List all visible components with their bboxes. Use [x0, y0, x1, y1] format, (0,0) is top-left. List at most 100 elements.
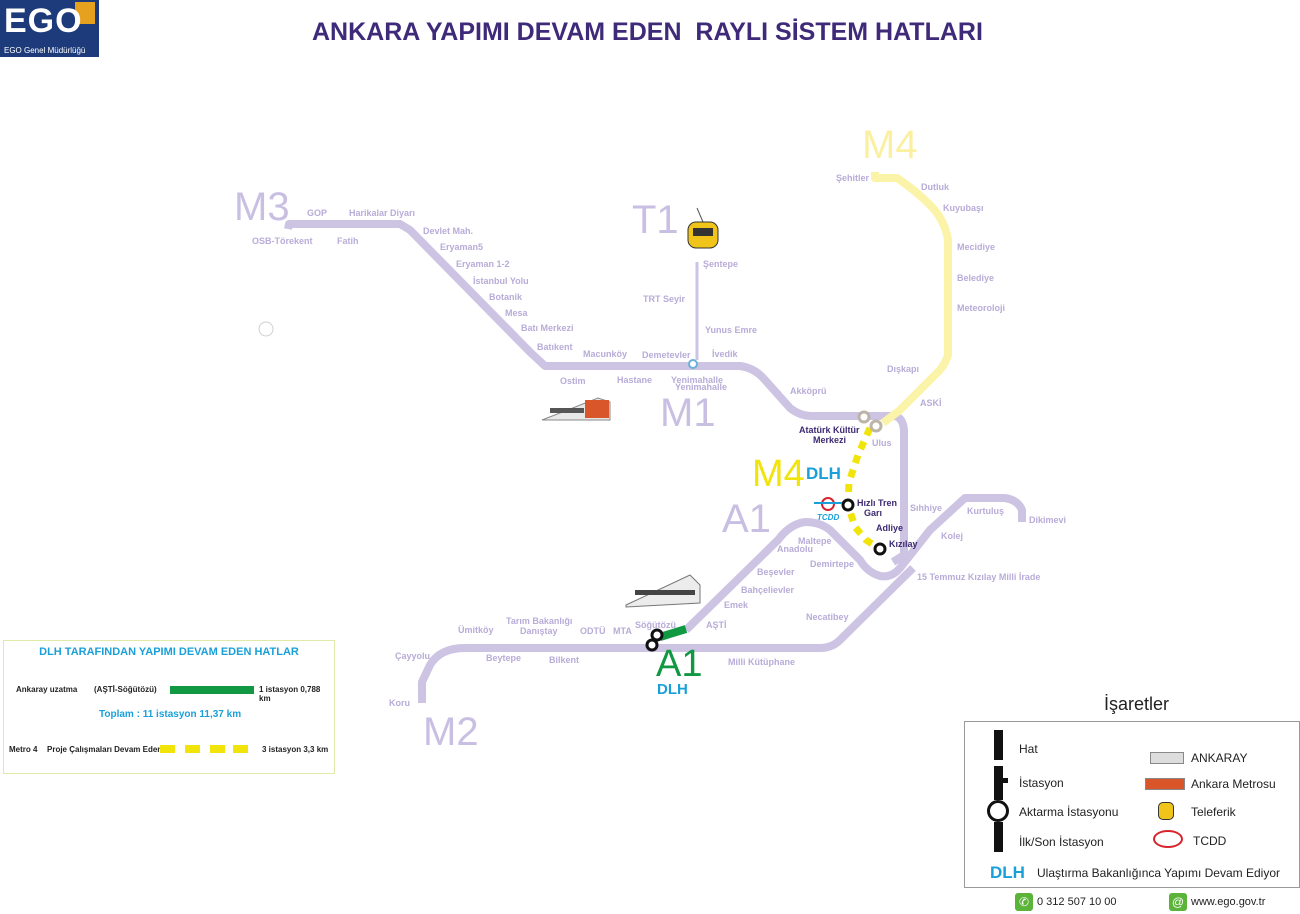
- line-label-m2: M2: [423, 710, 479, 754]
- station-label: Fatih: [337, 236, 359, 246]
- contact-web[interactable]: www.ego.gov.tr: [1191, 896, 1266, 908]
- station-label: Demetevler: [642, 350, 691, 360]
- sign-ankaray: ANKARAY: [1191, 751, 1248, 765]
- dlh-row1-name: Ankaray uzatma: [16, 685, 78, 694]
- station-label: Yenimahalle: [671, 375, 723, 385]
- station-label: GOP: [307, 208, 327, 218]
- station-label: AŞTİ: [706, 620, 727, 630]
- station-label: Harikalar Diyarı: [349, 208, 415, 218]
- hat-icon: [994, 730, 1003, 760]
- sign-teleferik: Teleferik: [1191, 805, 1236, 819]
- stray-circle-icon: [258, 321, 274, 337]
- station-label: Milli Kütüphane: [728, 657, 795, 667]
- m3-line: [284, 220, 688, 370]
- line-label-a1-dlh: A1: [656, 643, 702, 685]
- dlh-m4-label: DLH: [806, 464, 841, 483]
- logo-text: EGO: [4, 2, 83, 40]
- tcdd-icon: TCDD: [814, 497, 842, 522]
- line-label-m3: M3: [234, 185, 290, 229]
- station-label: Ümitköy: [458, 625, 494, 635]
- station-label: Kuyubaşı: [943, 203, 984, 213]
- m2-line: [418, 565, 916, 703]
- station-label: Botanik: [489, 292, 523, 302]
- station-label: Demirtepe: [810, 559, 854, 569]
- metro4-swatch: [210, 745, 225, 753]
- station-label: Beşevler: [757, 567, 795, 577]
- metro4-swatch: [160, 745, 175, 753]
- signs-legend: Hat İstasyon Aktarma İstasyonu İlk/Son İ…: [964, 721, 1300, 888]
- station-label: Tarım Bakanlığı: [506, 616, 572, 626]
- station-label: Kızılay: [889, 539, 918, 549]
- transfer-sogutozu-icon-1: [645, 638, 659, 652]
- line-label-m1: M1: [660, 391, 716, 435]
- station-label: Dutluk: [921, 182, 950, 192]
- teleferik-legend-icon: [1158, 802, 1174, 820]
- station-label: Sıhhiye: [910, 503, 942, 513]
- dlh-row2-status: Proje Çalışmaları Devam Eden: [47, 745, 163, 754]
- phone-icon: ✆: [1015, 893, 1033, 911]
- line-label-t1: T1: [632, 198, 679, 242]
- page-title: ANKARA YAPIMI DEVAM EDEN RAYLI SİSTEM HA…: [312, 18, 983, 46]
- sign-hat: Hat: [1019, 742, 1038, 756]
- dlh-total: Toplam : 11 istasyon 11,37 km: [99, 709, 242, 720]
- station-label: Merkezi: [813, 435, 846, 445]
- ankaray-icon: [1150, 752, 1184, 764]
- a1-line: [683, 494, 1026, 633]
- station-label: Atatürk Kültür: [799, 425, 860, 435]
- station-label: Ostim: [560, 376, 586, 386]
- station-label: OSB-Törekent: [252, 236, 313, 246]
- station-label: Çayyolu: [395, 651, 430, 661]
- station-label: Garı: [864, 508, 882, 518]
- metro4-swatch: [185, 745, 200, 753]
- sign-ilk-son: İlk/Son İstasyon: [1019, 835, 1104, 849]
- station-label: Şentepe: [703, 259, 738, 269]
- station-label: Batıkent: [537, 342, 573, 352]
- line-label-m4: M4: [862, 123, 918, 167]
- station-label: Beytepe: [486, 653, 521, 663]
- ego-logo: EGO EGO Genel Müdürlüğü: [0, 0, 99, 57]
- m1-line: [688, 362, 908, 566]
- dlh-row1-route: (AŞTİ-Söğütözü): [94, 685, 157, 694]
- station-label: Hastane: [617, 375, 652, 385]
- station-label: MTA: [613, 626, 632, 636]
- sign-istasyon: İstasyon: [1019, 776, 1064, 790]
- station-label: Eryaman5: [440, 242, 483, 252]
- contact-phone: 0 312 507 10 00: [1037, 896, 1117, 908]
- station-label: 15 Temmuz Kızılay Milli İrade: [917, 572, 1040, 582]
- dlh-legend: DLH TARAFINDAN YAPIMI DEVAM EDEN HATLAR …: [3, 640, 335, 774]
- station-label: Devlet Mah.: [423, 226, 473, 236]
- station-label: Mecidiye: [957, 242, 995, 252]
- station-label: Kurtuluş: [967, 506, 1004, 516]
- dlh-row2-info: 3 istasyon 3,3 km: [262, 745, 329, 754]
- sign-dlh: DLH: [990, 863, 1025, 882]
- station-label: Meteoroloji: [957, 303, 1005, 313]
- web-icon: @: [1169, 893, 1187, 911]
- tcdd-legend-icon: [1153, 830, 1183, 848]
- ilk-son-icon: [994, 822, 1003, 852]
- transfer-sogutozu-icon-2: [650, 628, 664, 642]
- teleferik-transfer-icon: [688, 359, 698, 369]
- ankaray-extension-swatch: [170, 686, 254, 694]
- station-label: Macunköy: [583, 349, 627, 359]
- aktarma-icon: [987, 800, 1009, 822]
- logo-subtitle: EGO Genel Müdürlüğü: [4, 46, 86, 55]
- tcdd-label: TCDD: [817, 513, 839, 522]
- logo-accent-icon: [75, 2, 95, 24]
- station-label: Bilkent: [549, 655, 579, 665]
- teleferik-icon: [687, 207, 719, 249]
- dlh-row2-name: Metro 4: [9, 745, 38, 754]
- station-label: Şehitler: [836, 173, 870, 183]
- station-label: Adliye: [876, 523, 903, 533]
- station-label: Akköprü: [790, 386, 827, 396]
- station-label: Kolej: [941, 531, 963, 541]
- station-label: İstanbul Yolu: [473, 276, 529, 286]
- a1-dlh-line: [658, 625, 688, 641]
- metro4-swatch: [233, 745, 248, 753]
- dlh-a1-label: DLH: [657, 681, 688, 698]
- sign-aktarma: Aktarma İstasyonu: [1019, 805, 1119, 819]
- station-label: İvedik: [712, 349, 739, 359]
- ankaray-train-icon: [625, 574, 701, 608]
- transfer-ulus-icon: [869, 419, 883, 433]
- sign-metro: Ankara Metrosu: [1191, 777, 1276, 791]
